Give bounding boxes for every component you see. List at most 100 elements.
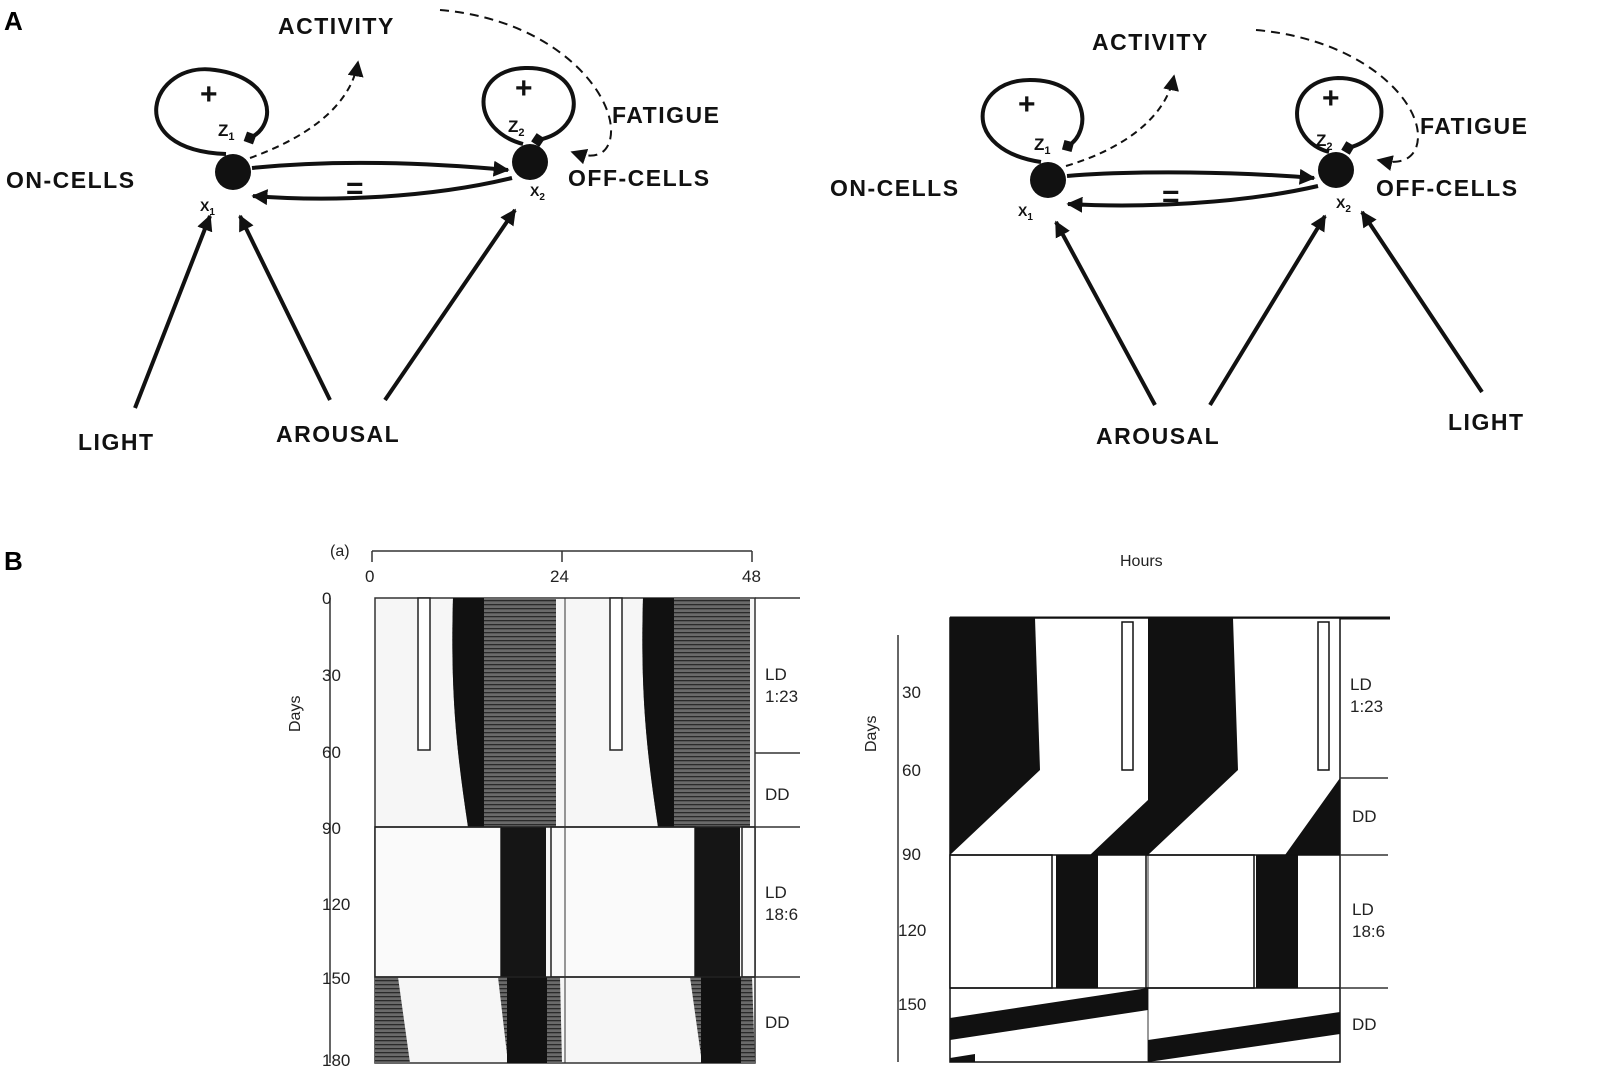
plus-sign-off: + [515, 72, 533, 105]
y-tick-r150: 150 [898, 995, 926, 1014]
y-tick-r120: 120 [898, 921, 926, 940]
y-tick-120: 120 [322, 895, 350, 914]
light-pulse-r2 [1317, 621, 1330, 771]
y-tick-r90: 90 [902, 845, 921, 864]
y-tick-150: 150 [322, 969, 350, 988]
dd-stripe-r2 [1148, 1012, 1340, 1062]
plus-sign-on-right: + [1018, 88, 1036, 121]
activity-onset-1a [452, 598, 484, 827]
z1-label-right: Z1 [1034, 135, 1051, 157]
light-pulse-r1 [1121, 621, 1134, 771]
ld18-light-3 [741, 826, 756, 978]
activity-label: ACTIVITY [278, 13, 395, 39]
activity-band-r1 [950, 618, 1040, 855]
off-self-excitation-loop [481, 65, 576, 147]
x1-label-right: X1 [1018, 203, 1033, 223]
y-tick-30: 30 [322, 666, 341, 685]
light-to-on-arrow [133, 214, 213, 409]
fatigue-feedback-arrow-right [1255, 29, 1419, 171]
light-pulse-1 [417, 597, 431, 751]
off-cells-label: OFF-CELLS [568, 165, 711, 191]
dd2-core-2 [701, 977, 741, 1063]
activity-onset-2a [642, 598, 674, 827]
panel-label-a: A [4, 6, 23, 36]
x-tick-24: 24 [550, 567, 569, 586]
y-tick-r60: 60 [902, 761, 921, 780]
fatigue-label-right: FATIGUE [1420, 113, 1528, 139]
dd-stripe-r3 [950, 1054, 975, 1062]
z1-label: Z1 [218, 121, 235, 143]
arousal-to-on-arrow-right [1054, 220, 1157, 406]
x2-label: X2 [530, 183, 545, 203]
minus-sign: = [346, 172, 364, 205]
ld18-dark-r1 [1056, 855, 1098, 988]
minus-sign-right: = [1162, 180, 1180, 213]
cond-r-dd-2: DD [1352, 1015, 1377, 1034]
diagram-left: + + = ACTIVITY FATIGUE ON-CELLS OFF-CELL… [6, 9, 720, 455]
y-tick-r30: 30 [902, 683, 921, 702]
dd2-activity-1 [375, 977, 410, 1063]
dd2-core-1 [507, 977, 547, 1063]
arousal-to-on-arrow [238, 214, 332, 401]
on-self-excitation-loop-right [980, 77, 1085, 164]
ld18-light-r1 [949, 854, 1053, 989]
arousal-label-right: AROUSAL [1096, 423, 1220, 449]
dd-stripe-r1 [950, 988, 1148, 1040]
y-axis-label-left: Days [287, 696, 304, 732]
activity-band-r2 [1090, 618, 1238, 855]
ld18-light-r2 [1145, 854, 1255, 989]
x-tick-48: 48 [742, 567, 761, 586]
light-pulse-2 [609, 597, 623, 751]
y-tick-0: 0 [322, 589, 331, 608]
activity-band-r3 [1285, 778, 1340, 855]
on-self-excitation-loop [154, 67, 269, 156]
x2-label-right: X2 [1336, 195, 1351, 215]
cond-dd-2: DD [765, 1013, 790, 1032]
fatigue-feedback-arrow [439, 9, 613, 165]
y-tick-60: 60 [322, 743, 341, 762]
fatigue-label: FATIGUE [612, 102, 720, 128]
activity-label-right: ACTIVITY [1092, 29, 1209, 55]
ld18-dark-1 [501, 827, 546, 977]
on-cells-label: ON-CELLS [6, 167, 136, 193]
y-tick-90: 90 [322, 819, 341, 838]
x1-label: X1 [200, 198, 215, 218]
on-cell-node [215, 154, 251, 190]
diagram-right: + + = ACTIVITY FATIGUE ON-CELLS OFF-CELL… [830, 29, 1528, 449]
off-cells-label-right: OFF-CELLS [1376, 175, 1519, 201]
ld18-light-1 [374, 826, 502, 978]
y-tick-180: 180 [322, 1051, 350, 1070]
off-to-on-inhibition [251, 176, 513, 206]
on-to-off-inhibition-right [1066, 168, 1316, 185]
z2-label-right: Z2 [1316, 131, 1333, 153]
panel-label-b: B [4, 546, 23, 576]
light-label: LIGHT [78, 429, 155, 455]
z2-label: Z2 [508, 117, 525, 139]
y-axis-label-right: Days [863, 716, 880, 752]
plus-sign-on: + [200, 78, 218, 111]
plus-sign-off-right: + [1322, 82, 1340, 115]
cond-r-dd-1: DD [1352, 807, 1377, 826]
off-to-on-inhibition-right [1066, 184, 1319, 213]
cond-dd-1: DD [765, 785, 790, 804]
light-to-off-arrow-right [1360, 210, 1484, 394]
ld18-dark-2 [695, 827, 740, 977]
x-tick-0: 0 [365, 567, 374, 586]
ld18-light-2 [550, 826, 696, 978]
off-cell-node [512, 144, 548, 180]
arousal-to-off-arrow [383, 208, 517, 402]
off-self-excitation-loop-right [1295, 75, 1384, 155]
on-to-off-inhibition [251, 160, 510, 177]
activity-output-arrow-right [1065, 74, 1179, 167]
actogram-left: (a) 0 24 48 Days 0 [287, 543, 800, 1070]
ld18-dark-r2 [1256, 855, 1298, 988]
actogram-left-tag: (a) [330, 543, 350, 560]
x-axis-label-right: Hours [1120, 553, 1163, 570]
on-cell-node-right [1030, 162, 1066, 198]
on-cells-label-right: ON-CELLS [830, 175, 960, 201]
